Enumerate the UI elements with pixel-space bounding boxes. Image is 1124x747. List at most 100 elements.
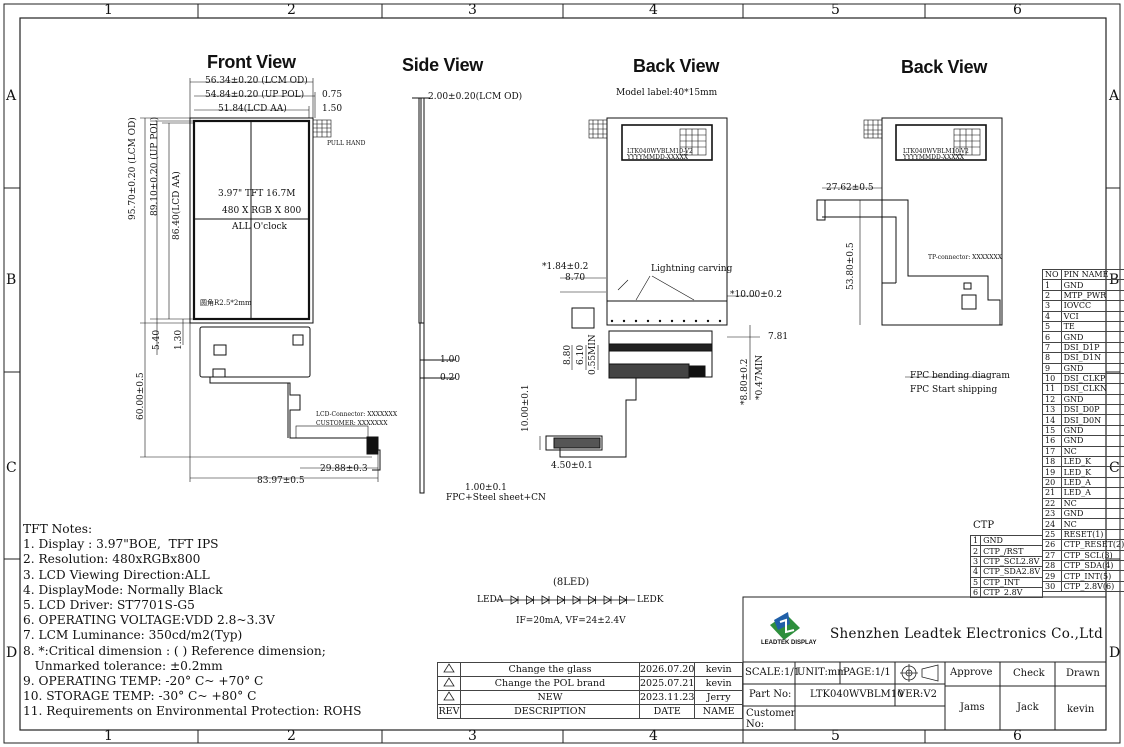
pin-name: LED_A <box>1060 476 1124 489</box>
grid-row-b: B <box>6 272 17 288</box>
front-dim-6000: 60.00±0.5 <box>136 372 146 420</box>
front-center-line1: 3.97" TFT 16.7M <box>218 189 296 199</box>
pin-no: 3 <box>1042 300 1062 312</box>
grid-row-a: A <box>6 88 17 104</box>
pin-name: TE <box>1060 320 1124 333</box>
pin-no: 7 <box>1042 341 1062 354</box>
rev-description: Change the POL brand <box>460 676 640 691</box>
front-dim-lcm-od: 56.34±0.20 (LCM OD) <box>205 76 308 86</box>
ctp-pin-name: CTP_INT <box>980 576 1044 588</box>
customer-no-label: Customer No: <box>746 708 796 730</box>
pin-table-header: NO PIN NAME <box>1042 268 1124 281</box>
pin-no: 5 <box>1042 320 1062 333</box>
back-dim-1000: *10.00±0.2 <box>730 290 783 300</box>
ctp-no: 6 <box>969 586 982 599</box>
revision-header: REV DESCRIPTION DATE NAME <box>437 704 743 719</box>
back-dim-184: *1.84±0.2 <box>542 262 589 272</box>
front-dim-150: 1.50 <box>322 104 343 114</box>
pin-no: 8 <box>1042 352 1062 364</box>
side-dim-fpc: 1.00±0.1 <box>465 483 507 493</box>
company-name: Shenzhen Leadtek Electronics Co.,Ltd <box>830 626 1104 642</box>
pin-no: 26 <box>1042 539 1062 551</box>
pin-name: NC <box>1060 497 1124 510</box>
rev-name: kevin <box>694 676 743 691</box>
label2-line-1: LTK040WVBLM10-V2 <box>903 148 969 155</box>
led-spec: IF=20mA, VF=24±2.4V <box>516 616 626 626</box>
grid-col-4-bottom: 4 <box>649 728 658 744</box>
pin-no: 16 <box>1042 435 1062 447</box>
leadtek-logo-icon <box>770 612 800 640</box>
led-anode-label: LEDA <box>477 595 504 605</box>
corner-radius-note: 圆角R2.5*2mm <box>200 299 252 307</box>
front-center-line3: ALL O'clock <box>232 222 287 232</box>
pin-name: DSI_D1P <box>1060 341 1124 354</box>
grid-col-5: 5 <box>831 2 840 18</box>
pin-no: 17 <box>1042 445 1062 458</box>
fpc-bending-label: FPC bending diagram <box>910 371 1010 381</box>
front-center-line2: 480 X RGB X 800 <box>222 206 302 216</box>
side-dim-020: 0.20 <box>440 373 461 383</box>
logo-text: LEADTEK DISPLAY <box>761 640 817 646</box>
pin-no: 20 <box>1042 476 1062 489</box>
back2-dim-2762: 27.62±0.5 <box>826 183 874 193</box>
pin-name: LED_K <box>1060 466 1124 478</box>
approver-name: Jams <box>960 702 985 713</box>
tft-notes: TFT Notes: 1. Display : 3.97"BOE, TFT IP… <box>23 522 361 720</box>
rev-name: kevin <box>694 662 743 677</box>
ctp-no: 2 <box>969 545 982 557</box>
version-label: VER:V2 <box>898 689 938 700</box>
pin-name: DSI_D0N <box>1060 414 1124 426</box>
rev-description: Change the glass <box>460 662 640 677</box>
front-dim-075: 0.75 <box>322 90 343 100</box>
note-item: 2. Resolution: 480xRGBx800 <box>23 552 201 567</box>
led-diode-icon <box>557 595 566 605</box>
pin-header-name: PIN NAME <box>1060 268 1124 281</box>
pin-no: 15 <box>1042 424 1062 437</box>
pin-name: DSI_D0P <box>1060 404 1124 416</box>
pin-name: VCI <box>1060 310 1124 322</box>
front-dim-130: 1.30 <box>174 329 184 350</box>
pin-no: 23 <box>1042 507 1062 520</box>
pin-no: 21 <box>1042 487 1062 499</box>
check-label: Check <box>1013 668 1045 679</box>
note-item: 5. LCD Driver: ST7701S-G5 <box>23 598 195 613</box>
pin-name: IOVCC <box>1060 300 1124 312</box>
grid-row-c: C <box>6 460 17 476</box>
pin-no: 2 <box>1042 289 1062 302</box>
label2-line-2: YYYYMMDD-XXXXX <box>903 154 965 161</box>
side-dim-100: 1.00 <box>440 355 461 365</box>
pin-no: 14 <box>1042 414 1062 426</box>
led-title: (8LED) <box>553 577 590 588</box>
back-dim-870: 8.70 <box>565 273 586 283</box>
pin-no: 1 <box>1042 279 1062 291</box>
ctp-pin-name: CTP_/RST <box>980 545 1044 557</box>
projection-symbol-icon <box>900 664 939 682</box>
side-view-title: Side View <box>402 55 484 75</box>
grid-col-6-bottom: 6 <box>1013 728 1022 744</box>
part-no-label: Part No: <box>749 689 792 700</box>
revision-triangle-icon <box>443 677 455 687</box>
front-dim-540: 5.40 <box>152 329 162 350</box>
pin-name: MTP_PWR <box>1060 289 1124 302</box>
rev-mark <box>437 676 461 691</box>
revision-triangle-icon <box>443 691 455 701</box>
grid-col-4: 4 <box>649 2 658 18</box>
rev-mark <box>437 662 461 677</box>
grid-col-1-bottom: 1 <box>104 728 113 744</box>
grid-col-2-bottom: 2 <box>287 728 296 744</box>
pin-name: GND <box>1060 435 1124 447</box>
